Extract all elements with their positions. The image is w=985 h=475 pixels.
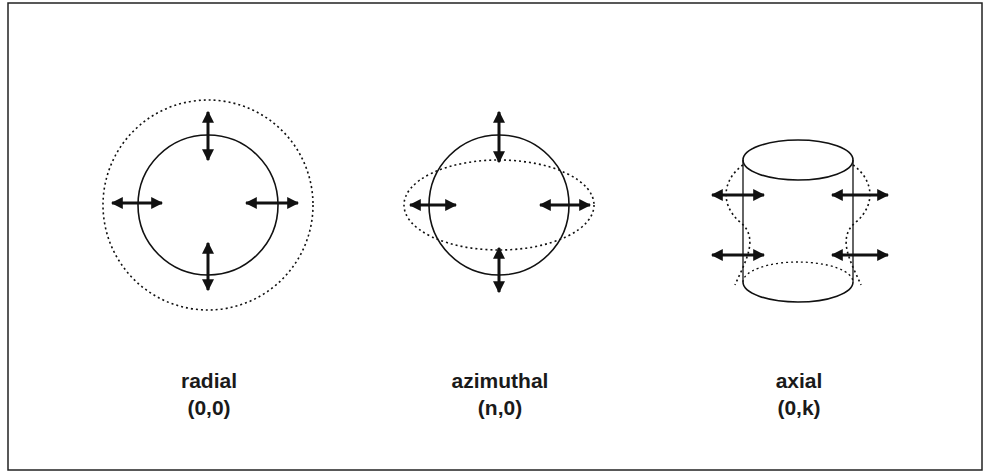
mode-name: axial xyxy=(776,369,823,393)
axial-mode-figure xyxy=(712,140,888,302)
mode-name: radial xyxy=(181,369,237,393)
mode-index: (0,0) xyxy=(187,396,230,420)
radial-mode-figure xyxy=(103,100,313,310)
mode-index: (n,0) xyxy=(478,396,522,420)
mode-name: azimuthal xyxy=(452,369,549,393)
mode-index: (0,k) xyxy=(777,396,820,420)
azimuthal-mode-figure xyxy=(404,112,594,292)
frame-border xyxy=(8,3,982,470)
